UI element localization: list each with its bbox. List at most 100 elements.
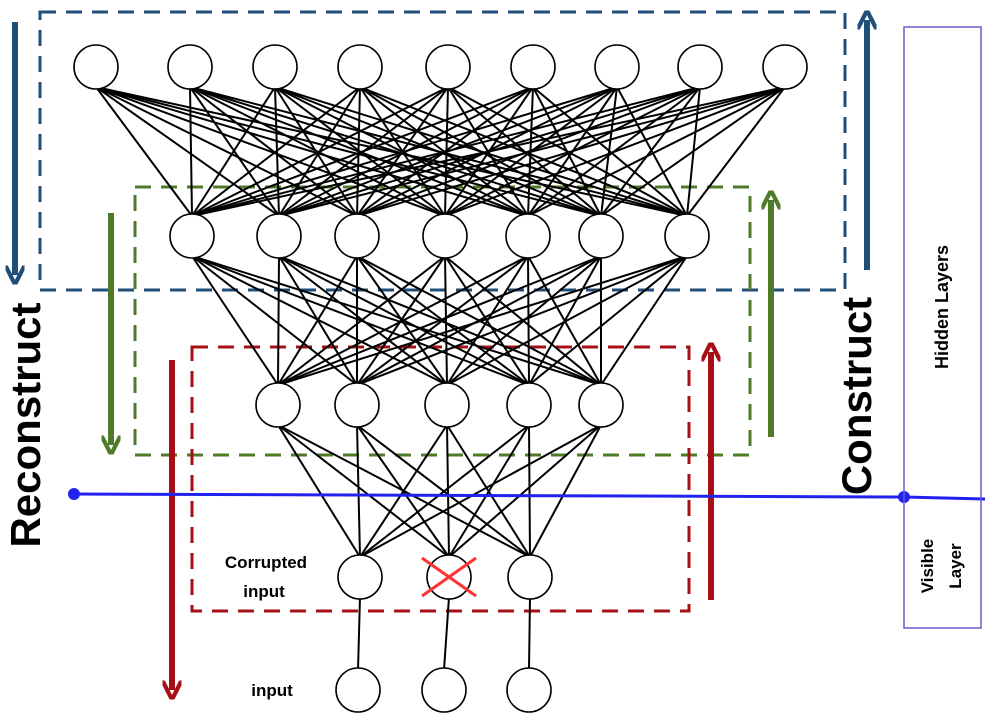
- edge: [95, 86, 602, 217]
- edge: [274, 86, 358, 217]
- visible-boundary-line: [73, 492, 905, 499]
- edge: [191, 86, 618, 217]
- hidden-layer-2-node: [422, 213, 468, 259]
- edge: [191, 86, 701, 217]
- edge: [189, 86, 193, 217]
- edge: [446, 255, 529, 386]
- hidden-layer-2-node: [334, 213, 380, 259]
- hidden-layer-3-node: [167, 44, 213, 90]
- hidden-layer-1-node: [255, 382, 301, 428]
- network-edges: [95, 86, 786, 671]
- hidden-layer-2-node: [169, 213, 215, 259]
- hidden-layer-1-node: [578, 382, 624, 428]
- corrupted-cross-icon: [421, 556, 477, 598]
- hidden-layers-label: Hidden Layers: [932, 245, 952, 369]
- edge: [356, 255, 688, 386]
- corrupted-input-label-line2: input: [243, 582, 285, 601]
- edge: [529, 424, 602, 558]
- edge: [359, 424, 602, 558]
- edge: [191, 86, 786, 217]
- edge: [600, 86, 786, 217]
- edge: [277, 255, 529, 386]
- edge: [359, 424, 448, 558]
- input-node: [506, 667, 552, 713]
- edge: [357, 596, 361, 671]
- boundary-dot-left: [68, 488, 80, 500]
- edge: [191, 255, 448, 386]
- edge: [189, 86, 602, 217]
- edge: [600, 255, 688, 386]
- edge: [356, 86, 361, 217]
- hidden-layer-3-node: [677, 44, 723, 90]
- edge: [191, 86, 534, 217]
- corrupted-input-label-line1: Corrupted: [225, 553, 307, 572]
- hidden-layer-2-node: [578, 213, 624, 259]
- input-label: input: [251, 681, 293, 700]
- edge: [95, 86, 529, 217]
- edge: [189, 86, 358, 217]
- edge: [443, 596, 450, 671]
- edge: [356, 255, 602, 386]
- outer-hidden-box: [38, 10, 847, 292]
- inner-corrupted-box: [190, 345, 691, 613]
- edge: [278, 86, 786, 217]
- edge: [359, 424, 530, 558]
- edge: [356, 86, 786, 217]
- hidden-layer-1-node: [506, 382, 552, 428]
- hidden-layer-3-node: [594, 44, 640, 90]
- hidden-layer-3-node: [73, 44, 119, 90]
- hidden-layer-3-node: [252, 44, 298, 90]
- edge: [528, 255, 688, 386]
- network-nodes: [73, 44, 808, 713]
- edge: [95, 86, 193, 217]
- hidden-layer-3-node: [337, 44, 383, 90]
- edge: [191, 86, 449, 217]
- edge: [95, 86, 688, 217]
- edge: [277, 255, 446, 386]
- edge: [446, 424, 450, 558]
- hidden-layer-2-node: [664, 213, 710, 259]
- corrupted-input-node: [337, 554, 383, 600]
- corrupted-input-node: [507, 554, 553, 600]
- edge: [448, 424, 530, 558]
- edge: [191, 86, 361, 217]
- edge: [448, 424, 602, 558]
- edge: [528, 596, 531, 671]
- edge: [446, 255, 688, 386]
- edge: [191, 255, 358, 386]
- hidden-layer-3-node: [762, 44, 808, 90]
- edge: [277, 424, 450, 558]
- hidden-layer-2-node: [505, 213, 551, 259]
- visible-boundary-tail: [903, 495, 986, 501]
- hidden-layer-1-node: [424, 382, 470, 428]
- edge: [359, 86, 602, 217]
- edge: [191, 255, 279, 386]
- hidden-layer-1-node: [334, 382, 380, 428]
- edge: [95, 86, 358, 217]
- edge: [527, 255, 530, 386]
- edge: [277, 255, 358, 386]
- edge: [191, 86, 276, 217]
- edge: [277, 424, 361, 558]
- edge: [277, 255, 688, 386]
- edge: [686, 86, 786, 217]
- edge: [191, 255, 602, 386]
- visible-layer-label-line2: Layer: [946, 543, 965, 589]
- hidden-layer-3-node: [425, 44, 471, 90]
- reconstruct-label: Reconstruct: [2, 302, 49, 547]
- edge: [528, 424, 531, 558]
- edge: [277, 255, 280, 386]
- edge: [527, 86, 786, 217]
- input-node: [421, 667, 467, 713]
- input-node: [335, 667, 381, 713]
- construct-label: Construct: [833, 297, 880, 495]
- hidden-layer-2-node: [256, 213, 302, 259]
- edge: [444, 86, 786, 217]
- edge: [277, 255, 602, 386]
- edge: [274, 86, 602, 217]
- visible-layer-label-line1: Visible: [918, 539, 937, 594]
- edge: [356, 255, 529, 386]
- hidden-layer-3-node: [510, 44, 556, 90]
- edge: [356, 424, 361, 558]
